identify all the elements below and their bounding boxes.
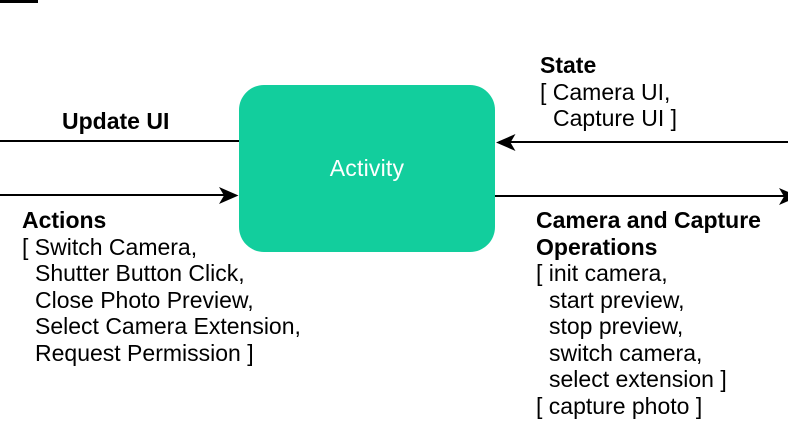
- camera-ops-arrowhead-right-icon: [779, 187, 788, 205]
- actions-title: Actions: [22, 207, 107, 233]
- actions-line: Shutter Button Click,: [35, 260, 245, 286]
- camera-ops-line: start preview,: [549, 286, 685, 313]
- camera-ops-line: switch camera,: [549, 339, 703, 366]
- state-arrowhead-left-icon: [496, 133, 516, 151]
- actions-line: Select Camera Extension,: [35, 313, 301, 339]
- actions-line: Close Photo Preview,: [35, 286, 254, 313]
- camera-ops-arrow-line: [495, 194, 788, 197]
- actions-line: [ Switch Camera,: [22, 233, 198, 260]
- activity-node-label: Activity: [329, 155, 405, 181]
- state-line: [ Camera UI,: [540, 78, 671, 105]
- update-ui-label: Update UI: [62, 108, 170, 134]
- camera-ops-line: [ capture photo ]: [536, 392, 703, 419]
- camera-ops-line: [ init camera,: [536, 260, 668, 286]
- camera-ops-title-line1: Camera and Capture: [536, 207, 761, 233]
- actions-arrowhead-right-icon: [219, 186, 239, 204]
- actions-arrow-line: [0, 193, 228, 196]
- state-arrow-line: [499, 140, 788, 143]
- camera-ops-label-block: Camera and Capture Operations [ init cam…: [536, 207, 761, 419]
- actions-line: Request Permission ]: [35, 339, 254, 366]
- camera-ops-line: stop preview,: [549, 313, 684, 339]
- update-ui-arrow-line: [0, 139, 240, 142]
- camera-ops-line: select extension ]: [549, 366, 727, 392]
- state-label-block: State [ Camera UI, Capture UI ]: [540, 52, 677, 132]
- activity-node: Activity: [239, 85, 495, 252]
- state-title: State: [540, 52, 597, 78]
- actions-label-block: Actions [ Switch Camera, Shutter Button …: [22, 207, 301, 366]
- state-line: Capture UI ]: [553, 105, 677, 131]
- top-left-line-fragment: [0, 0, 38, 3]
- camera-ops-title-line2: Operations: [536, 233, 658, 260]
